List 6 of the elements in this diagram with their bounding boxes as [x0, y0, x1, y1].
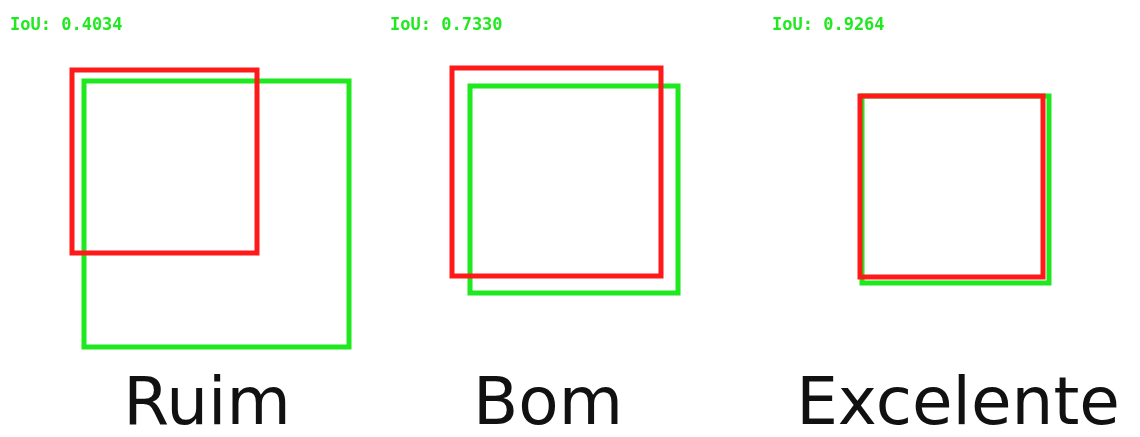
quality-caption: Bom: [473, 366, 623, 437]
quality-caption: Excelente: [796, 366, 1120, 437]
iou-score: IoU: 0.4034: [10, 14, 123, 34]
iou-score: IoU: 0.7330: [390, 14, 503, 34]
quality-caption: Ruim: [123, 366, 291, 437]
iou-score: IoU: 0.9264: [772, 14, 885, 34]
